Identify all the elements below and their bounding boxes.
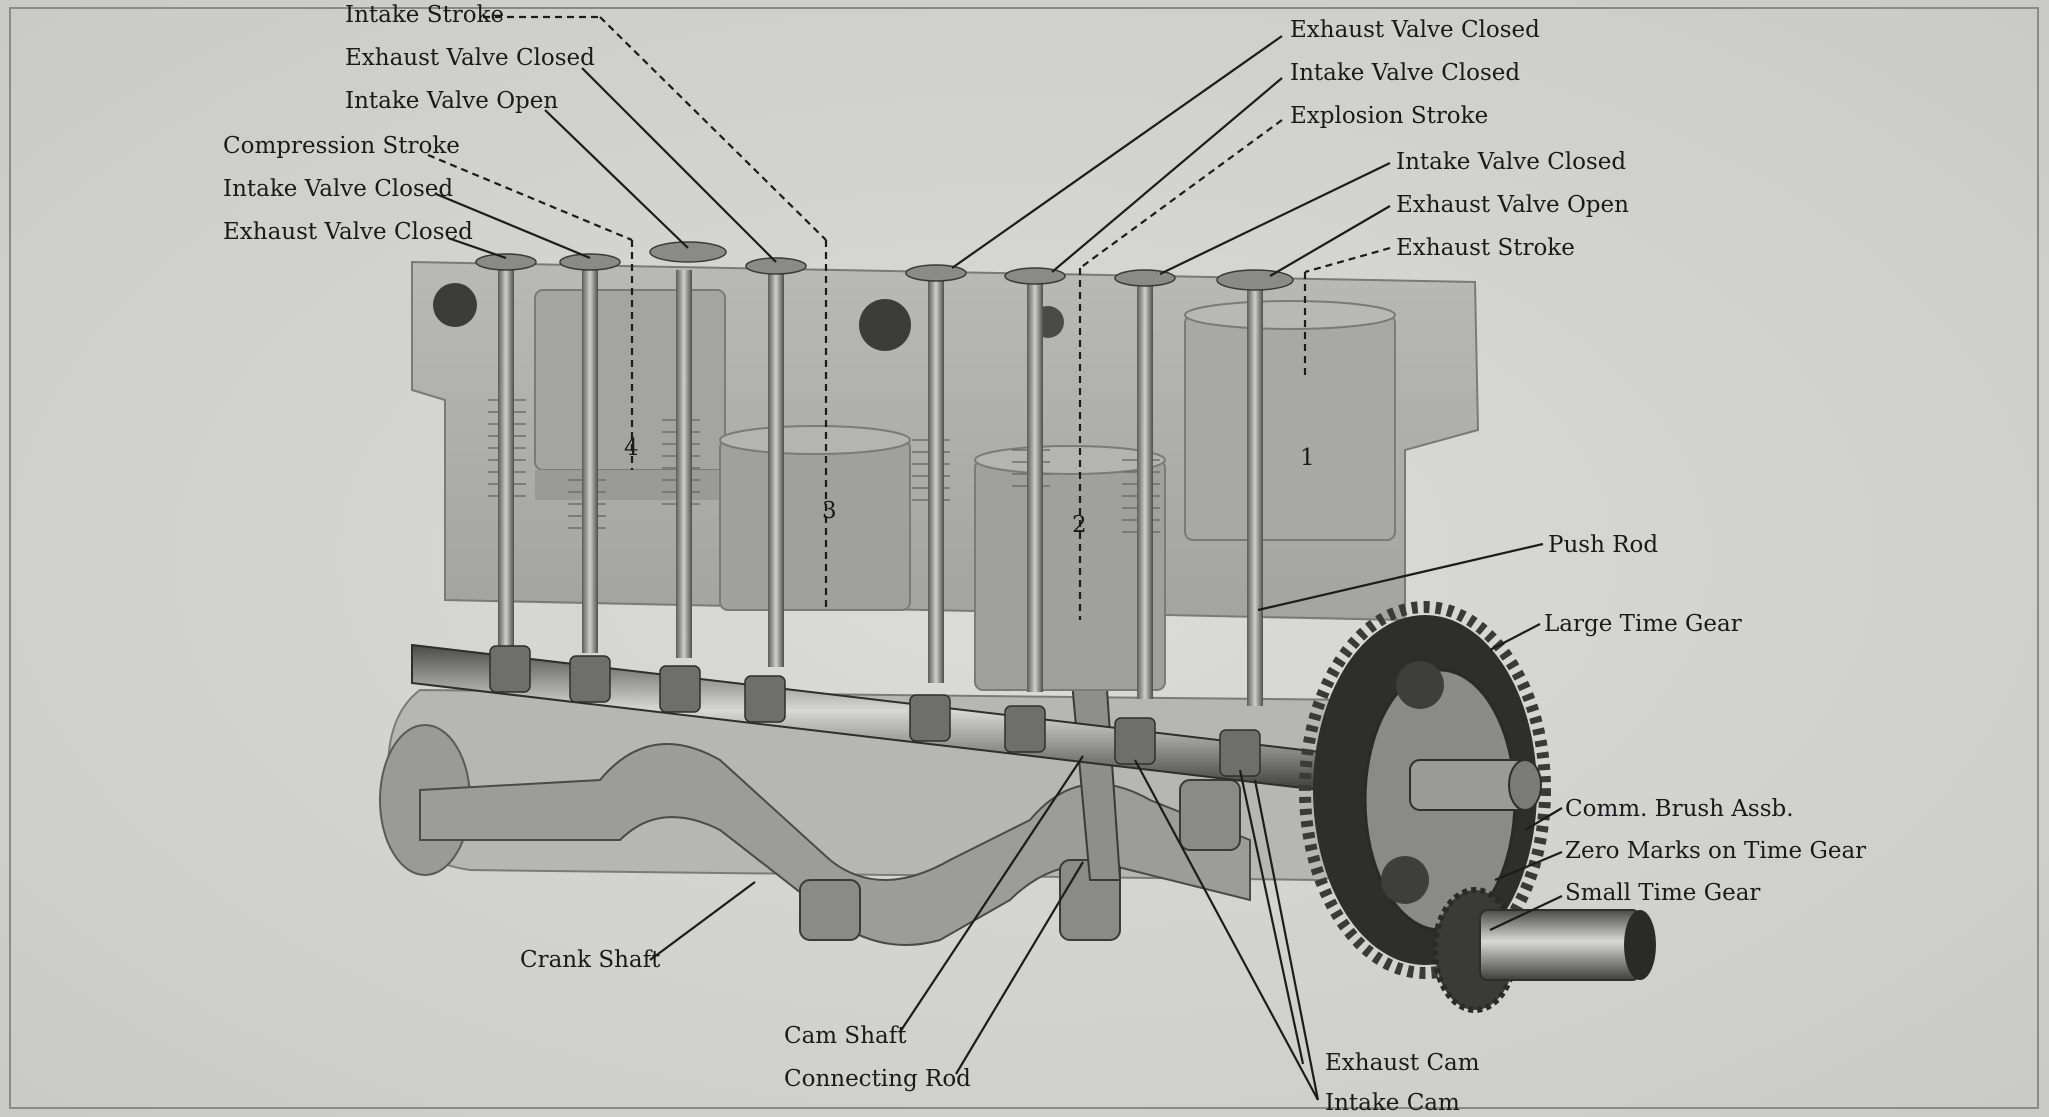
- cylinder-number-3: 3: [822, 498, 837, 524]
- cylinder-2: [974, 445, 1166, 691]
- label-intake-cam: Intake Cam: [1325, 1090, 1460, 1116]
- label-connecting-rod: Connecting Rod: [784, 1066, 971, 1092]
- push-rod-2: [582, 268, 598, 653]
- leader-connecting-rod: [955, 861, 1084, 1075]
- leader-intake-valve-open-l: [544, 109, 689, 249]
- label-exhaust-valve-closed-l2: Exhaust Valve Closed: [223, 219, 473, 245]
- leader-exhaust-valve-closed-l2: [447, 236, 507, 260]
- label-exhaust-cam: Exhaust Cam: [1325, 1050, 1480, 1076]
- push-rods: [498, 268, 1263, 706]
- leader-intake-cam-b: [1253, 779, 1320, 1101]
- push-rod-1: [498, 268, 514, 648]
- label-push-rod: Push Rod: [1548, 532, 1658, 558]
- block-bolt-hole-left: [433, 283, 477, 327]
- leader-exhaust-cam: [1238, 769, 1305, 1065]
- crank-journal-1: [799, 879, 861, 941]
- leader-lines: [427, 15, 1563, 1101]
- leader-exhaust-valve-closed-l: [581, 67, 777, 263]
- label-explosion-stroke: Explosion Stroke: [1290, 103, 1488, 129]
- leader-compression-stroke: [427, 153, 633, 242]
- label-intake-valve-closed-r2: Intake Valve Closed: [1396, 149, 1626, 175]
- label-crank-shaft: Crank Shaft: [520, 947, 661, 973]
- cylinder-1: [1184, 300, 1396, 541]
- leader-zero-marks: [1494, 850, 1563, 882]
- label-compression-stroke: Compression Stroke: [223, 133, 460, 159]
- label-intake-valve-open-l: Intake Valve Open: [345, 88, 558, 114]
- leader-comm-brush: [1524, 807, 1563, 831]
- commutator-hub: [1409, 759, 1542, 811]
- push-rod-4: [768, 272, 784, 667]
- push-rod-5: [928, 278, 944, 683]
- cylinder-number-1: 1: [1300, 445, 1315, 471]
- leader-exhaust-valve-closed-r: [951, 35, 1283, 269]
- label-exhaust-stroke: Exhaust Stroke: [1396, 235, 1575, 261]
- cylinder-number-4: 4: [624, 435, 639, 461]
- cylinder-3: [719, 425, 911, 611]
- leader-intake-cam-a: [1134, 759, 1319, 1101]
- push-rod-6: [1027, 282, 1043, 692]
- push-rod-3: [676, 270, 692, 658]
- leader-crank-shaft: [649, 881, 756, 961]
- engine-illustration: [379, 241, 1656, 1013]
- label-intake-stroke-top: Intake Stroke: [345, 2, 504, 28]
- leader-exhaust-valve-open: [1269, 205, 1391, 277]
- leader-intake-valve-closed-l: [435, 192, 591, 260]
- label-zero-marks: Zero Marks on Time Gear: [1565, 838, 1866, 864]
- label-large-time-gear: Large Time Gear: [1544, 611, 1742, 637]
- label-intake-valve-closed-r: Intake Valve Closed: [1290, 60, 1520, 86]
- label-cam-shaft: Cam Shaft: [784, 1023, 907, 1049]
- leader-small-time-gear: [1489, 895, 1563, 931]
- push-rod-7: [1137, 284, 1153, 699]
- valve-heads: [475, 241, 1294, 291]
- cylinder-numbers: 4 3 2 1: [624, 435, 1315, 538]
- leader-cam-shaft: [899, 755, 1084, 1033]
- push-rod-8: [1247, 286, 1263, 706]
- labels: Intake Stroke Exhaust Valve Closed Intak…: [223, 2, 1866, 1116]
- leader-intake-valve-closed-r: [1051, 77, 1283, 273]
- crank-journal-3: [1179, 779, 1241, 851]
- label-exhaust-valve-open: Exhaust Valve Open: [1396, 192, 1629, 218]
- block-bolt-hole-mid: [859, 299, 911, 351]
- label-intake-valve-closed-l: Intake Valve Closed: [223, 176, 453, 202]
- label-comm-brush-assb: Comm. Brush Assb.: [1565, 796, 1794, 822]
- label-exhaust-valve-closed-l: Exhaust Valve Closed: [345, 45, 595, 71]
- leader-exhaust-stroke: [1304, 246, 1391, 274]
- small-time-gear: [1432, 887, 1656, 1013]
- figure-border: [9, 7, 2039, 1109]
- leader-large-time-gear: [1489, 623, 1541, 651]
- leader-push-rod: [1257, 542, 1544, 612]
- leader-explosion-stroke: [1079, 119, 1283, 269]
- cylinder-number-2: 2: [1072, 512, 1087, 538]
- leader-intake-valve-closed-r2: [1159, 162, 1391, 275]
- label-small-time-gear: Small Time Gear: [1565, 880, 1760, 906]
- cam-lobes: [489, 645, 1261, 777]
- label-exhaust-valve-closed-r: Exhaust Valve Closed: [1290, 17, 1540, 43]
